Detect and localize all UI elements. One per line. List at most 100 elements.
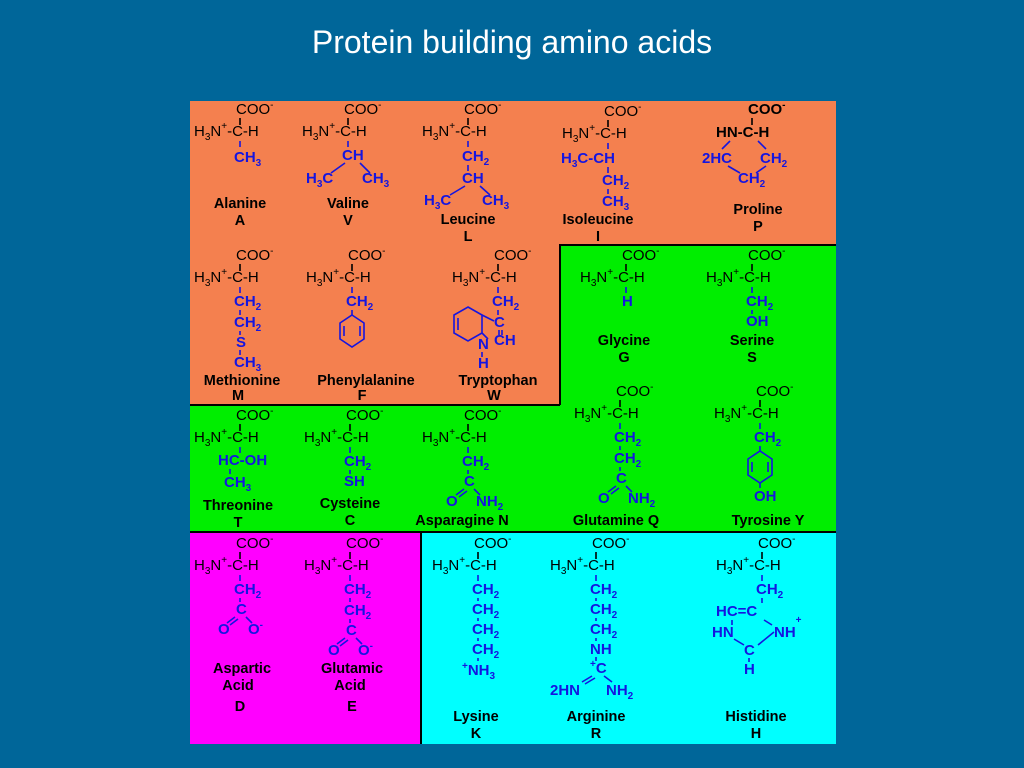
svg-text:CH2: CH2	[754, 429, 782, 449]
svg-text:CH2: CH2	[472, 641, 500, 661]
structure-tryptophan: CH2 C CH N H	[451, 245, 533, 372]
svg-text:NH2: NH2	[606, 682, 634, 702]
svg-text:H: H	[622, 293, 633, 310]
amino-acid-code: S	[747, 350, 757, 366]
amino-acid-code: K	[471, 726, 482, 742]
structure-tyrosine: CH2 OH	[713, 381, 795, 505]
structure-proline: COO- HN-C-H 2HC CH2 CH2	[702, 101, 788, 190]
svg-text:O: O	[328, 642, 340, 659]
amino-acid-name: Lysine	[453, 709, 498, 725]
amino-acid-code: M	[232, 388, 244, 404]
svg-text:CH2: CH2	[234, 293, 262, 313]
svg-text:N: N	[478, 336, 489, 353]
svg-text:CH2: CH2	[462, 453, 490, 473]
amino-acid-name: Threonine	[203, 498, 273, 514]
svg-text:CH2: CH2	[614, 450, 642, 470]
amino-acid-name: Aspartic	[213, 661, 271, 677]
svg-text:CH3: CH3	[234, 354, 262, 374]
structure-cysteine: CH2 SH	[303, 405, 385, 490]
structure-leucine: CH2 CH H3C CH3	[421, 101, 510, 212]
amino-acid-name: Tryptophan	[459, 373, 538, 389]
svg-text:2HN: 2HN	[550, 682, 580, 699]
svg-text:CH: CH	[462, 170, 484, 187]
svg-text:CH3: CH3	[224, 474, 252, 494]
svg-text:OH: OH	[746, 313, 769, 330]
structure-alanine: CH3	[193, 101, 275, 169]
structure-aspartic-acid: CH2 C O O-	[193, 533, 275, 638]
svg-text:CH2: CH2	[234, 314, 262, 334]
svg-text:HN-C-H: HN-C-H	[716, 124, 769, 141]
svg-text:S: S	[236, 334, 246, 351]
svg-text:CH2: CH2	[614, 429, 642, 449]
amino-acid-code: E	[347, 699, 357, 715]
svg-text:COO-: COO-	[748, 101, 786, 118]
svg-text:CH2: CH2	[472, 581, 500, 601]
svg-text:CH: CH	[342, 147, 364, 164]
amino-acid-name: Acid	[334, 678, 365, 694]
amino-acid-code: H	[751, 726, 761, 742]
polar-region-lower	[190, 405, 836, 532]
amino-acid-name: Cysteine	[320, 496, 380, 512]
amino-acid-name: Serine	[730, 333, 774, 349]
svg-text:CH3: CH3	[234, 149, 262, 169]
svg-text:CH2: CH2	[344, 453, 372, 473]
svg-text:C: C	[236, 601, 247, 618]
svg-text:O-: O-	[248, 620, 263, 638]
amino-acid-name: Isoleucine	[563, 212, 634, 228]
amino-acid-name: Asparagine N	[415, 513, 509, 529]
amino-acid-code: I	[596, 229, 600, 245]
amino-acid-name: Leucine	[441, 212, 496, 228]
svg-text:CH2: CH2	[738, 170, 766, 190]
amino-acid-name: Proline	[733, 202, 782, 218]
structure-lysine: CH2 CH2 CH2 CH2 +NH3	[431, 533, 513, 682]
amino-acid-code: R	[591, 726, 602, 742]
amino-acid-name: Phenylalanine	[317, 373, 415, 389]
structure-valine: CH H3C CH3	[301, 101, 390, 190]
svg-text:CH3: CH3	[482, 192, 510, 212]
structure-threonine: HC-OH CH3	[193, 405, 275, 494]
amino-acid-name: Alanine	[214, 196, 266, 212]
amino-acid-code: G	[618, 350, 629, 366]
svg-text:CH2: CH2	[590, 621, 618, 641]
amino-acid-name: Glutamine Q	[573, 513, 659, 529]
amino-acid-code: C	[345, 513, 356, 529]
structure-methionine: CH2 CH2 S CH3	[193, 245, 275, 374]
amino-acid-name: Glutamic	[321, 661, 383, 677]
amino-acid-chart: COO- H3N+-C-H CH3 Alanine A CH H3C CH3 V…	[190, 101, 836, 744]
svg-text:CH2: CH2	[492, 293, 520, 313]
structure-glycine: H	[579, 245, 661, 310]
svg-text:+C: +C	[590, 659, 607, 677]
amino-acid-code: A	[235, 213, 246, 229]
svg-text:H: H	[744, 661, 755, 678]
svg-text:C: C	[494, 314, 505, 331]
svg-text:SH: SH	[344, 473, 365, 490]
svg-text:O: O	[598, 490, 610, 507]
svg-text:CH3: CH3	[602, 193, 630, 213]
amino-acid-name: Methionine	[204, 373, 281, 389]
svg-text:C: C	[744, 642, 755, 659]
svg-text:HC-OH: HC-OH	[218, 452, 267, 469]
svg-text:C: C	[346, 622, 357, 639]
svg-text:O: O	[446, 493, 458, 510]
amino-acid-name: Tyrosine Y	[732, 513, 805, 529]
svg-text:O-: O-	[358, 641, 373, 659]
svg-text:HN: HN	[712, 624, 734, 641]
svg-text:CH2: CH2	[760, 150, 788, 170]
svg-text:H: H	[478, 355, 489, 372]
svg-text:NH2: NH2	[476, 493, 504, 513]
structure-serine: CH2 OH	[705, 245, 787, 330]
region-divider	[559, 244, 836, 405]
svg-text:NH: NH	[590, 641, 612, 658]
amino-acid-name: Valine	[327, 196, 369, 212]
amino-acid-name: Acid	[222, 678, 253, 694]
svg-text:CH2: CH2	[746, 293, 774, 313]
amino-acid-name: Arginine	[567, 709, 626, 725]
amino-acid-code: W	[487, 388, 501, 404]
structure-glutamine: CH2 CH2 C O NH2	[573, 381, 656, 510]
svg-text:H3C: H3C	[306, 170, 333, 190]
svg-text:CH2: CH2	[234, 581, 262, 601]
svg-text:H3C: H3C	[424, 192, 451, 212]
amino-acid-code: P	[753, 219, 763, 235]
svg-text:C: C	[464, 473, 475, 490]
svg-text:C: C	[616, 470, 627, 487]
